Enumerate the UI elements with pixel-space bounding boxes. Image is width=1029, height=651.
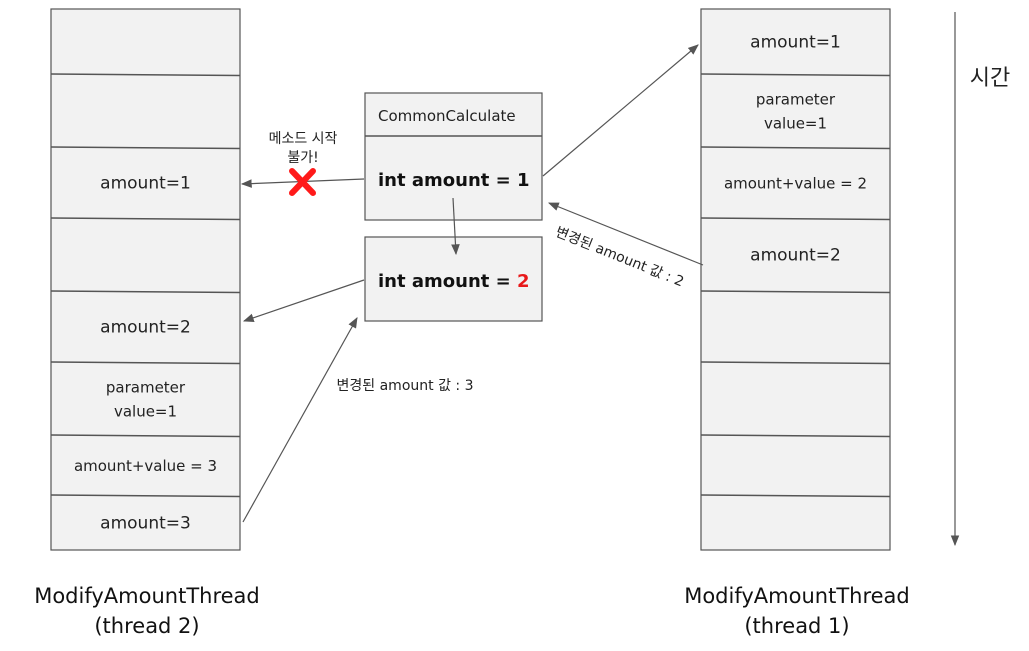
arrow-update-down [451, 197, 460, 256]
thread2-cell-6: amount+value = 3 [74, 457, 217, 475]
thread2-cell-divider [50, 434, 241, 438]
arrow-from-thread1-amount2 [547, 202, 704, 266]
changed-value-label-3: 변경된 amount 값 : 3 [337, 378, 474, 394]
thread2-cell-divider [50, 146, 241, 150]
thread1-cell-divider [700, 361, 891, 365]
thread1-cell-divider [700, 494, 891, 498]
thread2-caption-line2: (thread 2) [94, 614, 199, 638]
thread1-cell-2: amount+value = 2 [724, 175, 867, 193]
updated-amount-box: int amount = 2 [364, 236, 543, 322]
blocked-label-line1: 메소드 시작 [269, 131, 338, 147]
blocked-cross-icon [289, 168, 316, 196]
arrow-from-thread2-amount3 [242, 317, 358, 523]
time-label: 시간 [970, 66, 1010, 91]
thread1-caption-line1: ModifyAmountThread [684, 584, 910, 608]
arrows [240, 12, 960, 547]
thread2-cell-divider [50, 290, 241, 294]
common-calculate-title: CommonCalculate [378, 107, 516, 125]
thread2-cell-divider [50, 494, 241, 498]
thread1-cell-divider [700, 434, 891, 438]
blocked-label-line2: 불가! [287, 150, 318, 166]
thread2-cell-7: amount=3 [100, 514, 191, 534]
thread1-cell-divider [700, 146, 891, 150]
thread2-caption-line1: ModifyAmountThread [34, 584, 260, 608]
thread2-cell-divider [50, 73, 241, 77]
arrow-to-thread1-amount [542, 44, 699, 177]
common-amount-value: int amount = 1 [378, 170, 530, 191]
thread1-cell-divider [700, 73, 891, 77]
thread2-cell-4: amount=2 [100, 318, 191, 338]
thread1-cell-0: amount=1 [750, 33, 841, 53]
thread2-cell-divider [50, 361, 241, 365]
thread1-cell-3: amount=2 [750, 246, 841, 266]
thread1-cell-divider [700, 217, 891, 221]
updated-amount-highlight: 2 [517, 271, 530, 292]
updated-amount-text: int amount = 2 [378, 271, 530, 292]
thread1-caption-line2: (thread 1) [744, 614, 849, 638]
thread2-cell-divider [50, 217, 241, 221]
thread1-cell-divider [700, 290, 891, 294]
changed-value-label-2: 변경된 amount 값 : 2 [553, 224, 686, 290]
arrow-to-thread2-amount2 [242, 279, 365, 322]
thread2-cell-2: amount=1 [100, 174, 191, 194]
